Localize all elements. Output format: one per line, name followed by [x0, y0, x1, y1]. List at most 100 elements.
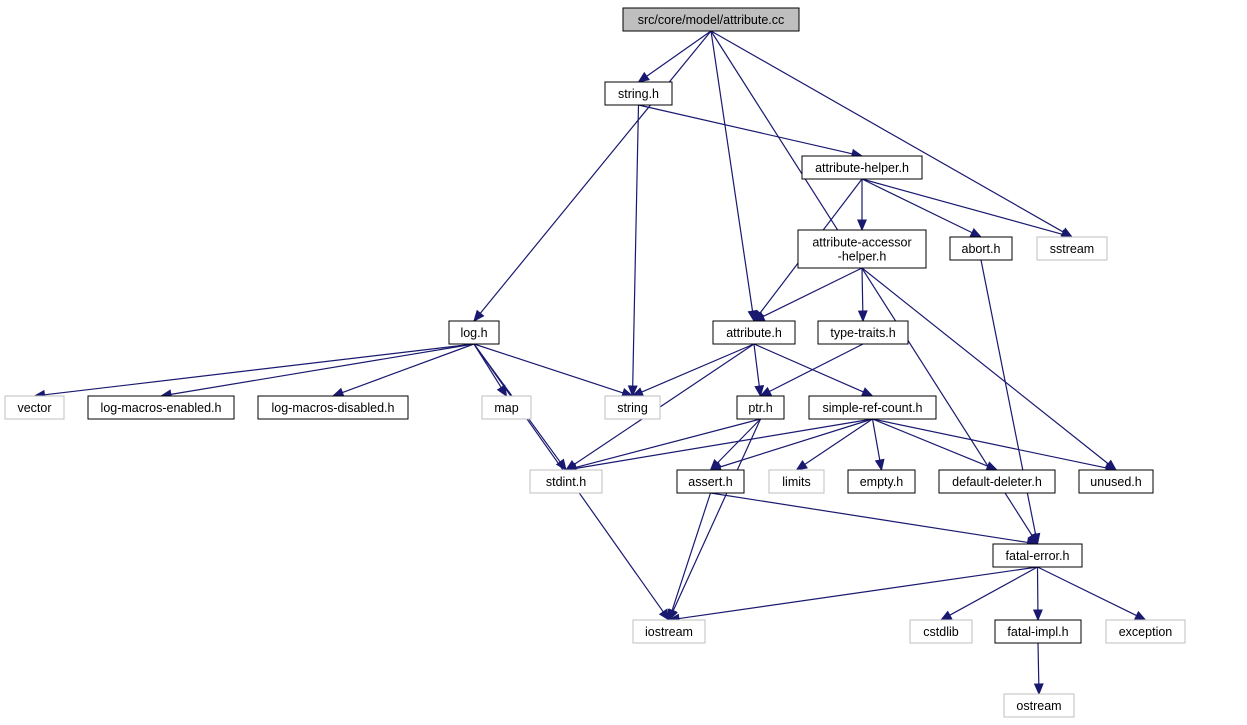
node-label: limits: [782, 475, 810, 489]
edge-arrowhead: [1032, 609, 1043, 622]
edge-line: [44, 343, 475, 396]
node-log-h[interactable]: log.h: [448, 320, 500, 345]
edge-arrowhead: [795, 460, 808, 471]
edge-arrowhead: [857, 310, 868, 323]
node-label: type-traits.h: [830, 326, 895, 340]
node-label: iostream: [645, 625, 693, 639]
edge-log-h-to-vector: [33, 343, 475, 400]
edge-simple-ref-count-h-to-default-deleter-h: [872, 418, 999, 471]
node-simple-ref-count-h[interactable]: simple-ref-count.h: [808, 395, 937, 420]
node-empty-h[interactable]: empty.h: [847, 469, 916, 494]
node-box: [1105, 619, 1186, 644]
node-label: abort.h: [962, 242, 1001, 256]
edge-arrowhead: [331, 387, 345, 398]
edge-attribute-helper-h-to-attribute-accessor-helper-h: [857, 179, 867, 232]
node-box: [992, 543, 1083, 568]
node-attribute-helper-h[interactable]: attribute-helper.h: [801, 155, 923, 180]
edge-line: [638, 104, 853, 155]
node-box: [736, 395, 785, 420]
edge-line: [861, 267, 1109, 465]
edge-simple-ref-count-h-to-empty-h: [871, 418, 885, 472]
edge-type-traits-h-to-ptr-h: [759, 343, 864, 397]
edge-line: [575, 418, 761, 469]
node-label: simple-ref-count.h: [822, 401, 922, 415]
edge-line: [671, 492, 712, 611]
node-label: fatal-error.h: [1006, 549, 1070, 563]
node-box: [1003, 693, 1075, 718]
node-label: fatal-impl.h: [1007, 625, 1068, 639]
edge-fatal-error-h-to-exception: [1037, 566, 1147, 621]
node-fatal-impl-h[interactable]: fatal-impl.h: [994, 619, 1082, 644]
node-label: empty.h: [860, 475, 904, 489]
node-box: [994, 619, 1082, 644]
node-label: string: [617, 401, 648, 415]
node-box: [938, 469, 1056, 494]
node-map: map: [481, 395, 532, 420]
node-label: src/core/model/attribute.cc: [638, 13, 785, 27]
node-iostream: iostream: [632, 619, 706, 644]
edge-arrowhead: [1030, 532, 1041, 546]
edge-attribute-accessor-helper-h-to-type-traits-h: [857, 267, 868, 323]
node-cstdlib: cstdlib: [909, 619, 973, 644]
edge-assert-h-to-iostream: [667, 492, 712, 622]
edge-simple-ref-count-h-to-limits: [795, 418, 873, 471]
node-log-macros-disabled-h[interactable]: log-macros-disabled.h: [257, 395, 409, 420]
node-stdint-h: stdint.h: [529, 469, 603, 494]
node-box: [4, 395, 65, 420]
node-box: [529, 469, 603, 494]
edge-line: [804, 418, 873, 465]
node-label: stdint.h: [546, 475, 586, 489]
node-attribute-accessor-helper-h[interactable]: attribute-accessor-helper.h: [797, 229, 927, 269]
edge-line: [769, 343, 864, 393]
node-label: log-macros-disabled.h: [272, 401, 395, 415]
node-attribute-cc: src/core/model/attribute.cc: [622, 7, 800, 32]
node-exception: exception: [1105, 619, 1186, 644]
edge-line: [672, 418, 762, 612]
node-label: unused.h: [1090, 475, 1141, 489]
node-fatal-error-h[interactable]: fatal-error.h: [992, 543, 1083, 568]
node-vector: vector: [4, 395, 65, 420]
node-label: ostream: [1016, 699, 1061, 713]
node-box: [949, 236, 1013, 261]
edge-arrowhead: [637, 71, 650, 83]
edge-line: [762, 267, 863, 318]
edge-arrowhead: [1033, 683, 1044, 696]
edge-line: [861, 267, 864, 312]
edge-line: [871, 418, 881, 461]
node-layer: src/core/model/attribute.cc string.h attri…: [4, 7, 1186, 718]
edge-arrowhead: [496, 384, 508, 398]
node-ptr-h[interactable]: ptr.h: [736, 395, 785, 420]
edge-line: [861, 178, 973, 234]
node-label: string.h: [618, 87, 659, 101]
node-abort-h[interactable]: abort.h: [949, 236, 1013, 261]
node-default-deleter-h[interactable]: default-deleter.h: [938, 469, 1056, 494]
node-log-macros-enabled-h[interactable]: log-macros-enabled.h: [87, 395, 235, 420]
edge-attribute-h-to-string: [631, 343, 755, 397]
node-label: assert.h: [688, 475, 733, 489]
node-unused-h[interactable]: unused.h: [1078, 469, 1154, 494]
edge-attribute-helper-h-to-abort-h: [861, 178, 983, 238]
edge-attribute-helper-h-to-sstream: [861, 178, 1074, 239]
node-box: [712, 320, 796, 345]
node-assert-h[interactable]: assert.h: [676, 469, 745, 494]
edge-line: [575, 418, 873, 469]
edge-line: [646, 30, 712, 77]
node-box: [604, 395, 661, 420]
node-box: [801, 155, 923, 180]
node-label: map: [494, 401, 518, 415]
edge-line: [949, 566, 1038, 616]
node-box: [257, 395, 409, 420]
node-label: log.h: [460, 326, 487, 340]
edge-attribute-h-to-simple-ref-count-h: [753, 343, 874, 397]
node-type-traits-h[interactable]: type-traits.h: [817, 320, 909, 345]
node-box: [817, 320, 909, 345]
edge-arrowhead: [857, 219, 867, 232]
edge-simple-ref-count-h-to-unused-h: [872, 418, 1118, 473]
edge-line: [719, 418, 873, 468]
node-string-h[interactable]: string.h: [604, 81, 673, 106]
edge-arrowhead: [658, 608, 670, 622]
edge-fatal-impl-h-to-ostream: [1033, 642, 1044, 696]
node-label: cstdlib: [923, 625, 958, 639]
node-box: [797, 229, 927, 269]
node-attribute-h[interactable]: attribute.h: [712, 320, 796, 345]
